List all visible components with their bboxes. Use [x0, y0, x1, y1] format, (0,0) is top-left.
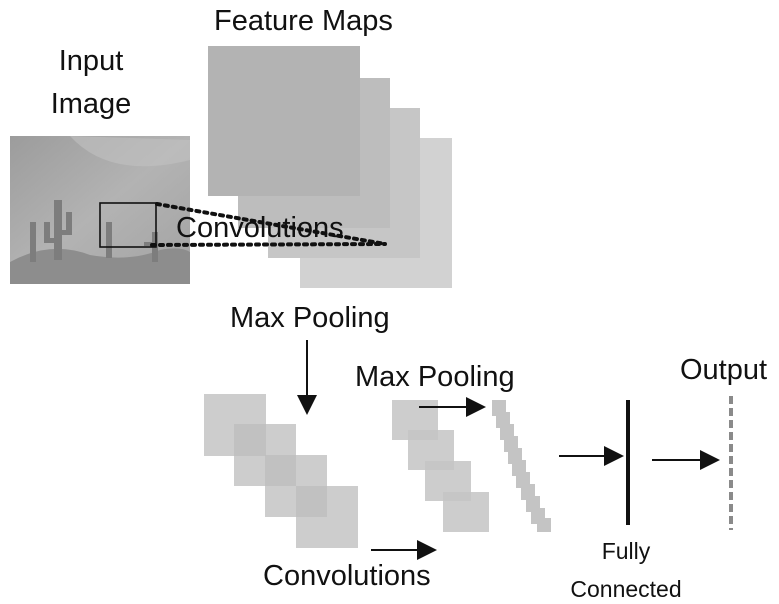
projection-line-top: [155, 202, 387, 246]
convolutions-top-label: Convolutions: [176, 212, 344, 244]
feature-map-1: [208, 46, 360, 196]
projection-line-bottom: [150, 242, 387, 247]
pooled-strip: [492, 400, 551, 532]
input-image: [10, 136, 190, 284]
input-label-line1: Input: [58, 45, 124, 77]
output-label: Output: [680, 354, 768, 386]
input-label-line2: Image: [50, 88, 132, 120]
kernel-window: [99, 202, 157, 248]
conv-maps-2: [392, 400, 489, 532]
max-pooling-label-2: Max Pooling: [355, 361, 515, 393]
max-pooling-label-1: Max Pooling: [230, 302, 390, 334]
feature-maps-label: Feature Maps: [214, 5, 393, 37]
fully-connected-label-line1: Fully: [601, 538, 651, 564]
conv-map-2-4: [443, 492, 489, 532]
pooled-map-4: [296, 486, 358, 548]
fully-connected-label-line2: Connected: [570, 576, 682, 602]
pooled-maps-cascade: [204, 394, 358, 548]
convolutions-bottom-label: Convolutions: [263, 560, 431, 592]
feature-maps-stack: [208, 46, 452, 288]
